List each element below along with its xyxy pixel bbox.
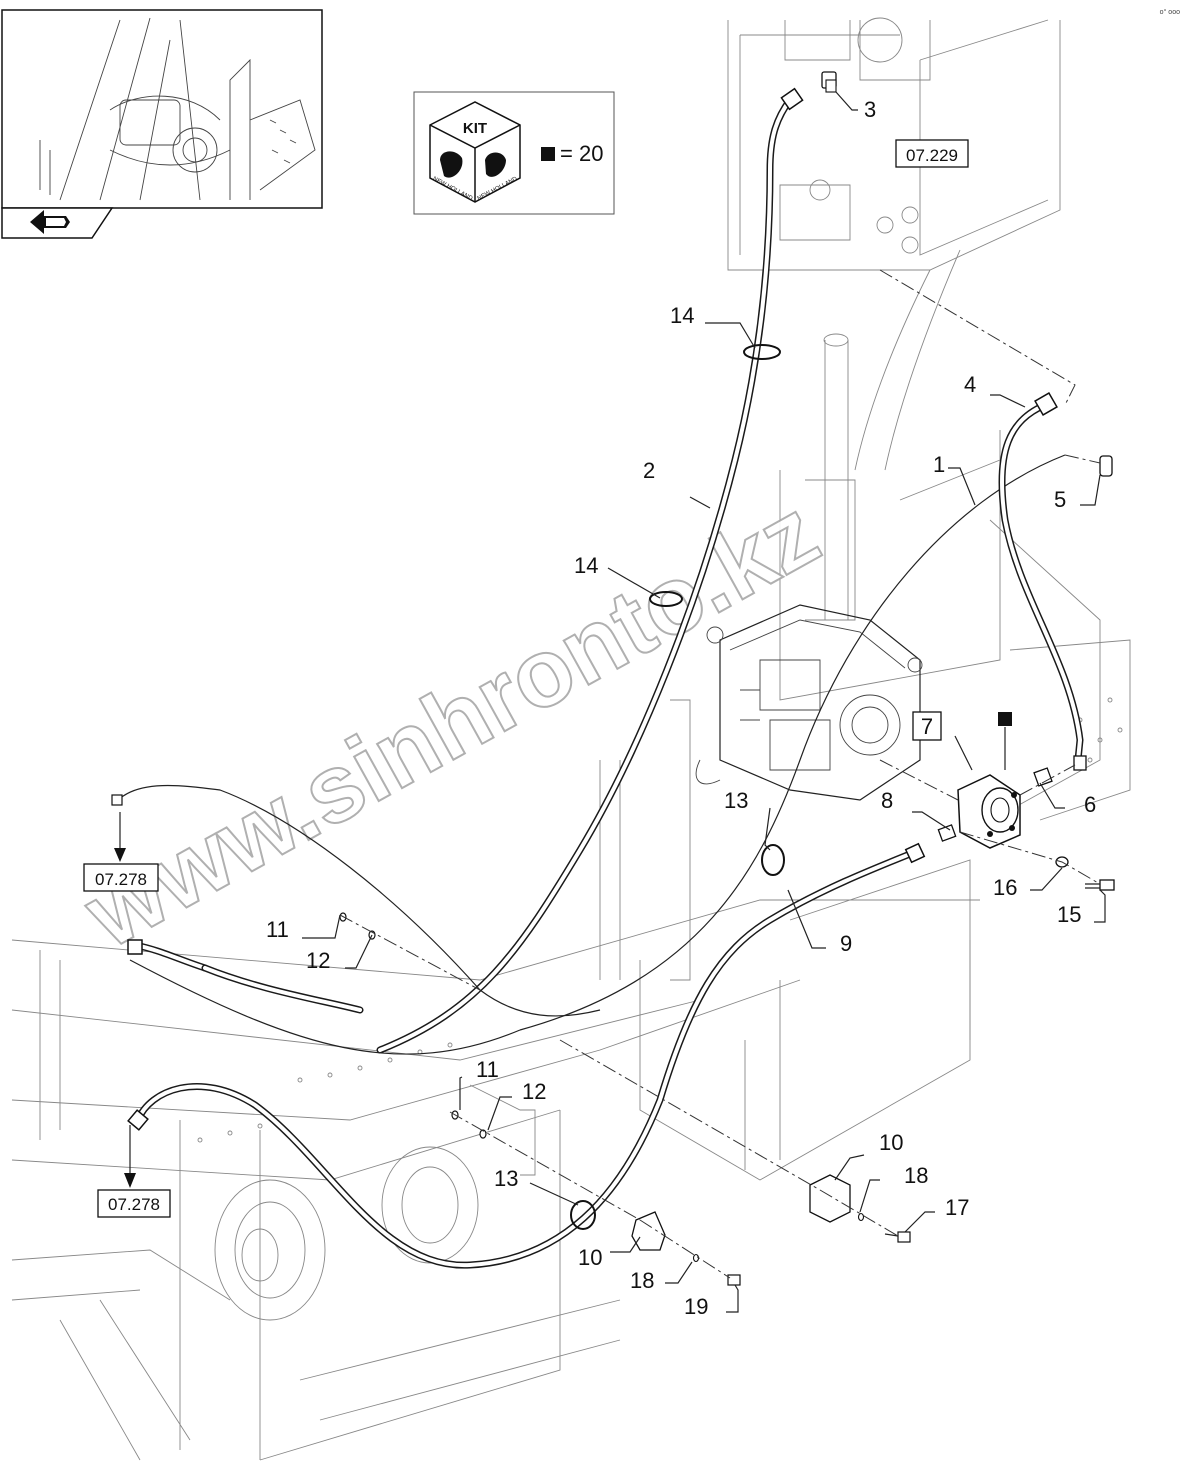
small-parts <box>339 71 1115 1286</box>
callout-15[interactable]: 15 <box>1057 902 1081 927</box>
callout-11-upper[interactable]: 11 <box>266 917 289 942</box>
corner-mark: o° ooo <box>1160 8 1180 16</box>
callout-3[interactable]: 3 <box>864 97 876 122</box>
ref-box-07-278-top[interactable]: 07.278 <box>83 863 159 892</box>
kit-label: KIT <box>463 120 487 137</box>
callout-18-lower[interactable]: 18 <box>630 1268 654 1293</box>
callout-18-upper[interactable]: 18 <box>904 1163 928 1188</box>
callout-4[interactable]: 4 <box>964 372 976 397</box>
back-arrow-icon[interactable] <box>30 210 70 234</box>
ref-arrow-top <box>114 848 126 862</box>
leader-lines <box>119 91 1106 1313</box>
callout-11-lower[interactable]: 11 <box>476 1057 499 1082</box>
ref-07-229-text: 07.229 <box>906 146 958 165</box>
ref-07-278-bottom-text: 07.278 <box>108 1195 160 1214</box>
callout-10-upper[interactable]: 10 <box>879 1130 903 1155</box>
callout-14-lower[interactable]: 14 <box>574 553 598 578</box>
callout-9[interactable]: 9 <box>840 931 852 956</box>
callout-13-lower[interactable]: 13 <box>494 1166 518 1191</box>
square-marker-icon <box>541 147 555 161</box>
callout-10-lower[interactable]: 10 <box>578 1245 602 1270</box>
callout-labels: 1 2 3 4 5 6 8 9 10 10 11 11 12 12 13 13 … <box>266 97 1096 1319</box>
callout-14-upper[interactable]: 14 <box>670 303 694 328</box>
ref-07-278-top-text: 07.278 <box>95 870 147 889</box>
callout-6[interactable]: 6 <box>1084 792 1096 817</box>
ref-box-07-229[interactable]: 07.229 <box>895 139 969 168</box>
pump-7 <box>957 774 1021 849</box>
machine-background <box>11 17 1131 1461</box>
elbow-5 <box>1064 454 1113 477</box>
inset-thumbnail[interactable] <box>1 9 323 239</box>
square-marker-icon <box>998 712 1012 726</box>
callout-7-box[interactable]: 7 <box>912 711 942 741</box>
kit-quantity: = 20 <box>560 141 603 166</box>
callout-8[interactable]: 8 <box>881 788 893 813</box>
callout-2[interactable]: 2 <box>643 458 655 483</box>
ref-box-07-278-bottom[interactable]: 07.278 <box>97 1189 171 1218</box>
valve-block <box>695 604 923 801</box>
fitting-3 <box>821 71 837 93</box>
callout-13-upper[interactable]: 13 <box>724 788 748 813</box>
callout-5[interactable]: 5 <box>1054 487 1066 512</box>
callout-16[interactable]: 16 <box>993 875 1017 900</box>
assembly-lines <box>339 269 1101 1279</box>
callout-7-text: 7 <box>921 714 933 739</box>
callout-12-lower[interactable]: 12 <box>522 1079 546 1104</box>
hoses <box>111 87 1087 1269</box>
kit-cube-icon <box>429 101 521 203</box>
callout-19[interactable]: 19 <box>684 1294 708 1319</box>
kit-legend-box: KIT NEW HOLLAND NEW HOLLAND = 20 <box>413 91 615 215</box>
callout-1[interactable]: 1 <box>933 452 945 477</box>
callout-17[interactable]: 17 <box>945 1195 969 1220</box>
callout-12-upper[interactable]: 12 <box>306 948 330 973</box>
ref-arrow-bottom <box>124 1173 136 1188</box>
